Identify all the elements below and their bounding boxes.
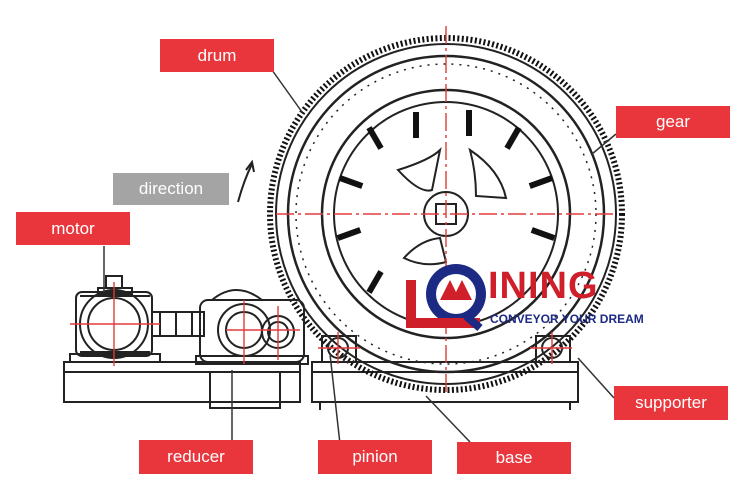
rotation-arrow <box>237 159 255 203</box>
label-pinion: pinion <box>318 440 432 474</box>
company-logo: INING CONVEYOR YOUR DREAM <box>404 262 644 334</box>
leader-lines <box>103 69 617 446</box>
logo-wordmark: INING <box>488 265 599 307</box>
drum-bolts <box>336 110 556 294</box>
label-supporter: supporter <box>614 386 728 420</box>
label-drum: drum <box>160 39 274 72</box>
base-frame <box>63 361 579 410</box>
center-lines <box>70 26 616 396</box>
label-base: base <box>457 442 571 474</box>
label-direction: direction <box>113 173 229 205</box>
logo-emblem <box>406 264 486 332</box>
drum-vanes <box>396 146 508 266</box>
logo-tagline: CONVEYOR YOUR DREAM <box>490 312 644 326</box>
motor-body <box>69 275 205 363</box>
label-gear: gear <box>616 106 730 138</box>
label-reducer: reducer <box>139 440 253 474</box>
label-motor: motor <box>16 212 130 245</box>
